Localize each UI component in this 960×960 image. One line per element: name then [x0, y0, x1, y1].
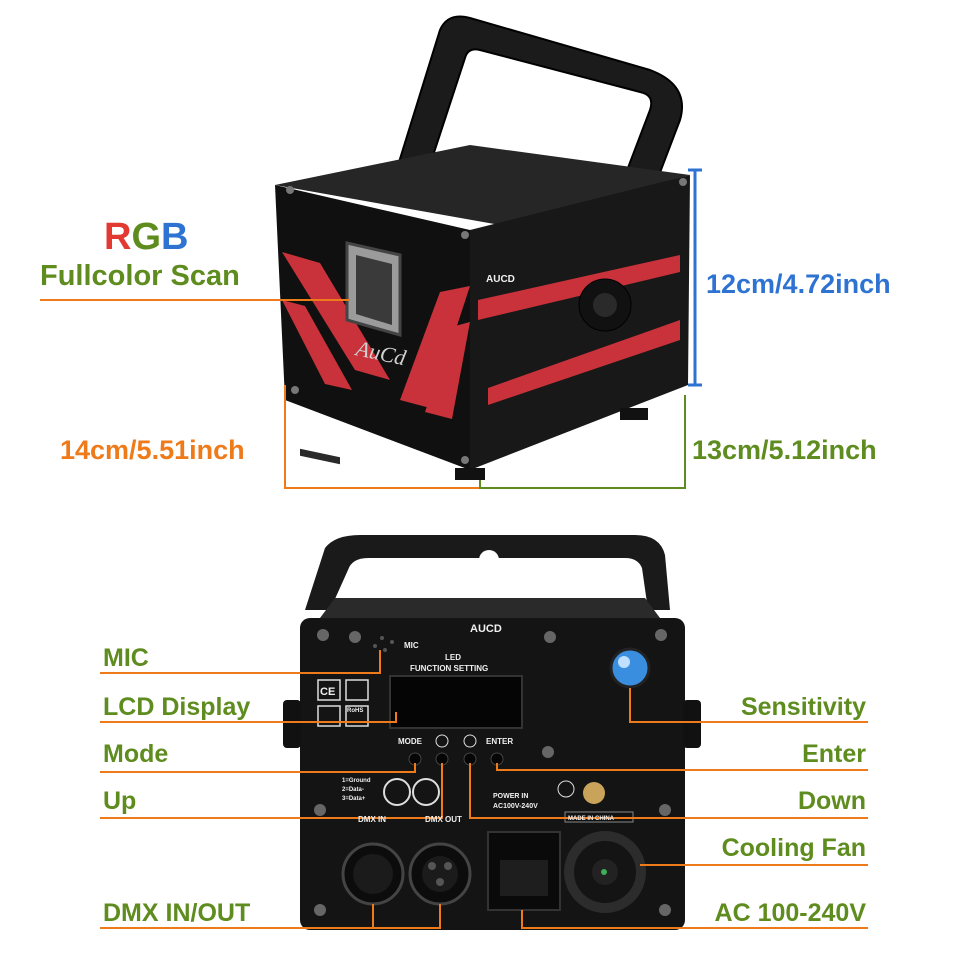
callout-enter: Enter	[802, 740, 866, 768]
back-panel-texts: AUCD MIC LED FUNCTION SETTING MODE ENTER…	[320, 274, 615, 824]
callout-sensitivity: Sensitivity	[740, 693, 866, 721]
rgb-title: RGB	[104, 218, 188, 256]
panel-mode: MODE	[398, 737, 423, 746]
callout-lcd-display: LCD Display	[103, 693, 251, 721]
panel-led: LED	[445, 653, 461, 662]
side-brand: AUCD	[486, 274, 515, 285]
callout-lines	[100, 650, 868, 929]
callout-mode: Mode	[103, 740, 169, 768]
panel-pin-1: 1=Ground	[342, 778, 371, 784]
callout-dmx-in-out: DMX IN/OUT	[103, 899, 251, 927]
dimension-lines	[40, 168, 702, 489]
laser-unit-front-view: AuCd	[275, 15, 690, 480]
callout-ac-100-240v: AC 100-240V	[714, 899, 866, 927]
dimension-length: 14cm/5.51inch	[60, 435, 245, 465]
panel-enter: ENTER	[486, 737, 513, 746]
panel-power-in: POWER IN	[493, 793, 528, 800]
panel-ce: CE	[320, 686, 335, 698]
dimension-height: 12cm/4.72inch	[706, 269, 891, 299]
panel-rohs: RoHS	[347, 708, 363, 714]
panel-mic: MIC	[404, 641, 419, 650]
rgb-g: G	[131, 216, 162, 258]
fullcolor-scan-label: Fullcolor Scan	[40, 260, 240, 292]
callout-up: Up	[103, 787, 137, 815]
callout-down: Down	[797, 787, 866, 815]
rgb-b: B	[161, 216, 189, 258]
panel-power-spec: AC100V-240V	[493, 803, 538, 810]
panel-dmx-in: DMX IN	[358, 815, 386, 824]
panel-pin-3: 3=Data+	[342, 796, 366, 802]
dimension-width: 13cm/5.12inch	[692, 435, 877, 465]
laser-unit-back-view	[283, 535, 701, 930]
callout-mic: MIC	[103, 644, 149, 672]
panel-dmx-out: DMX OUT	[425, 815, 462, 824]
panel-pin-2: 2=Data-	[342, 787, 364, 793]
panel-brand: AUCD	[470, 623, 502, 635]
callout-cooling-fan: Cooling Fan	[721, 834, 866, 862]
panel-made-in: MADE IN CHINA	[568, 816, 615, 822]
panel-function: FUNCTION SETTING	[410, 664, 488, 673]
rgb-r: R	[104, 216, 132, 258]
